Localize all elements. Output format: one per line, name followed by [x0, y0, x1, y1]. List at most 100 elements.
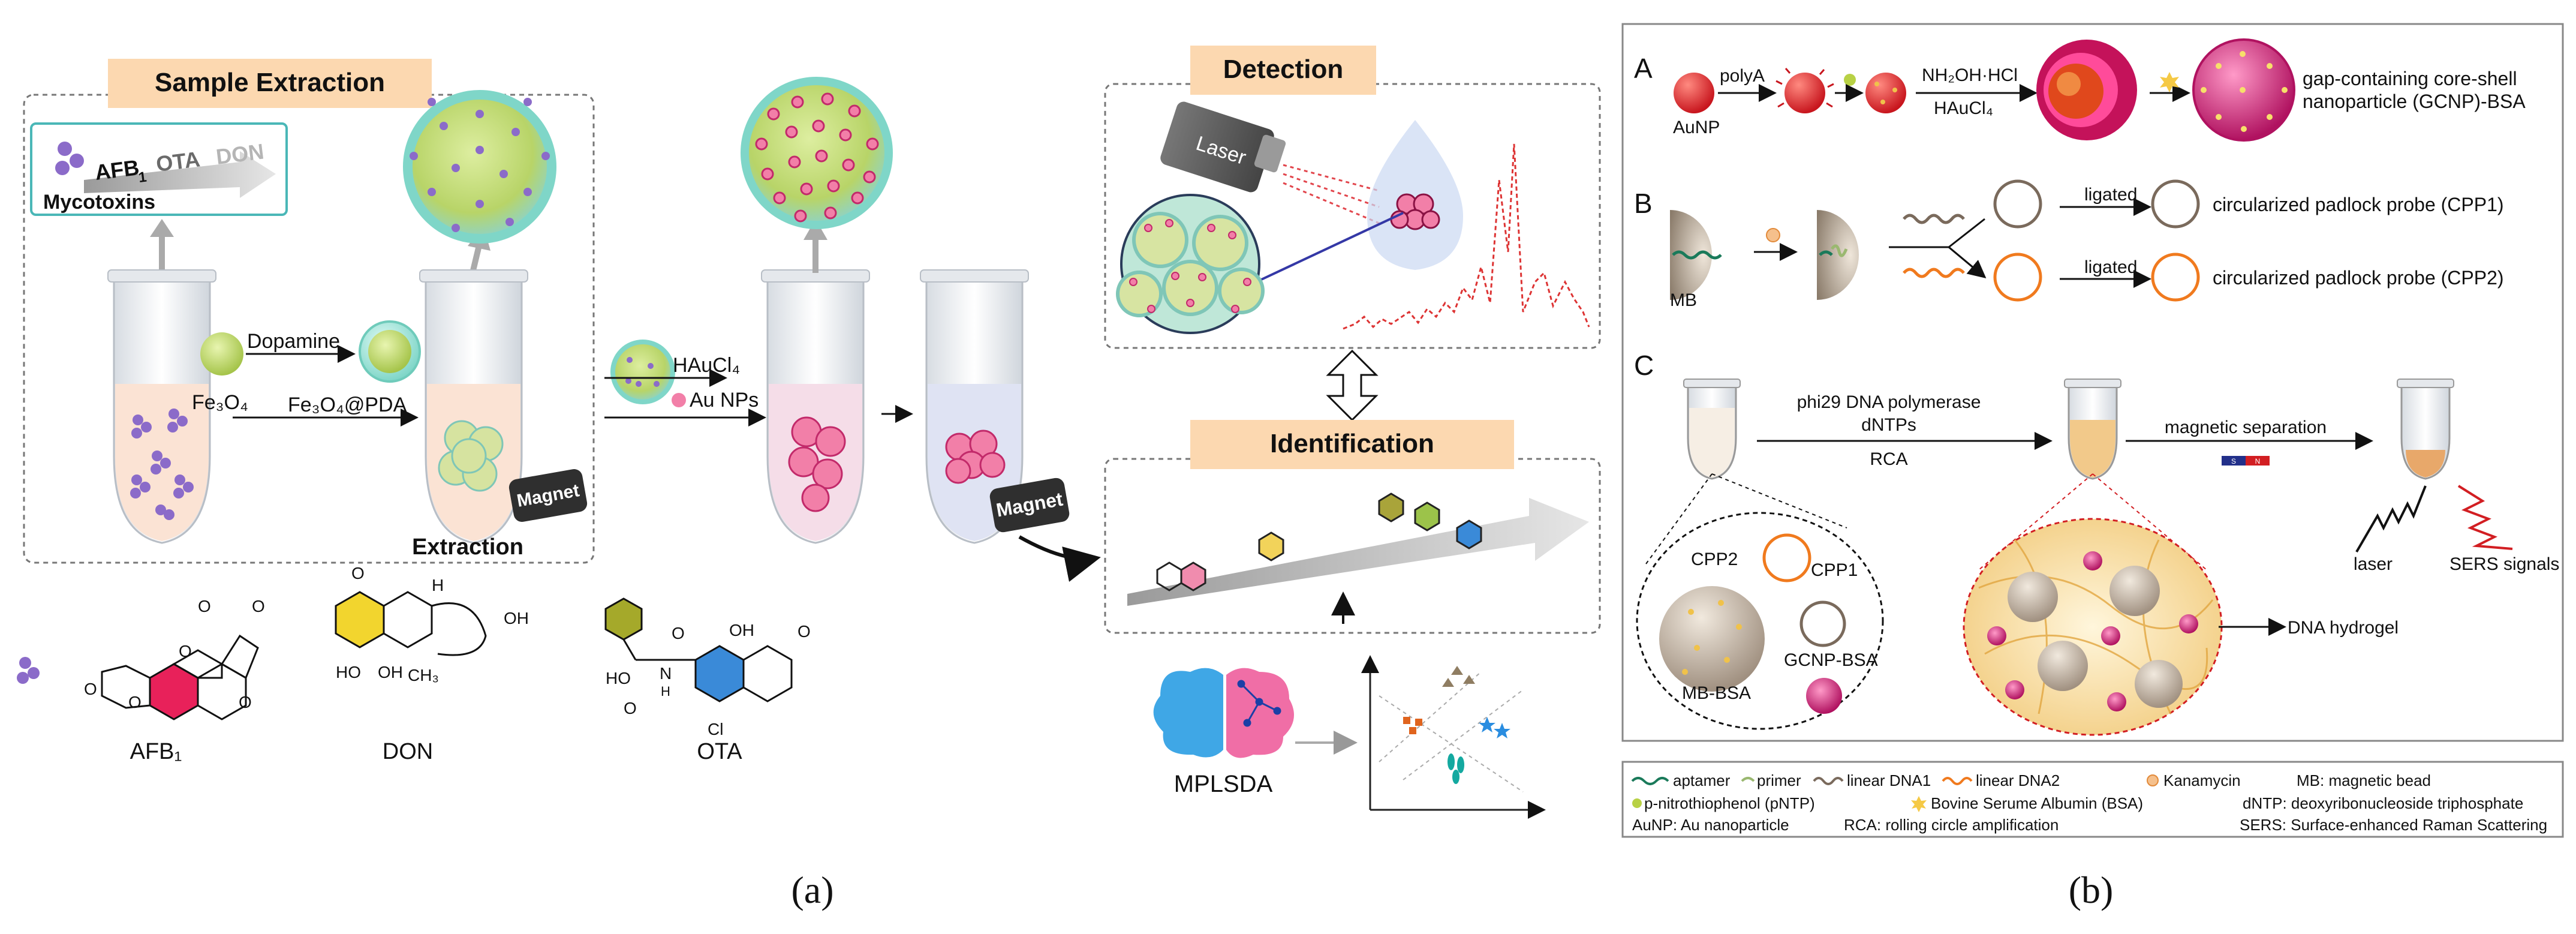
afb1-atom-o6: O — [239, 693, 252, 711]
sers-spectrum — [1343, 143, 1590, 330]
mycotoxin-don: DON — [215, 139, 265, 169]
spiky-aunp-2 — [1865, 73, 1906, 113]
mycotoxins-label: Mycotoxins — [43, 191, 155, 214]
cpp2-ring — [2151, 253, 2200, 302]
afb1-atom-o4: O — [128, 693, 142, 711]
don-structure — [335, 591, 487, 656]
magsep-label: magnetic separation — [2165, 418, 2327, 437]
afb1-structure — [17, 634, 259, 720]
sample-extraction-banner — [108, 59, 432, 108]
legend-dna2-icon — [1942, 777, 1973, 785]
linear-dna2 — [1903, 268, 1965, 278]
ota-name: OTA — [697, 739, 742, 764]
legend-primer-icon — [1741, 777, 1755, 782]
sample-tube — [107, 269, 216, 544]
haucl4-label-b: HAuCl₄ — [1934, 98, 1993, 118]
ota-atom-n: N — [660, 664, 672, 683]
dopamine-label: Dopamine — [247, 330, 340, 353]
legend-rca: RCA: rolling circle amplification — [1844, 816, 2059, 834]
row-a-letter: A — [1634, 53, 1653, 84]
mb-bsa-dots — [1682, 600, 1742, 675]
hydrogel-label: DNA hydrogel — [2288, 618, 2399, 638]
legend-box — [1621, 761, 2564, 838]
cpp2-ring-left — [1993, 253, 2042, 302]
panel-a: Sample Extraction AFB 1 OTA DON Mycotoxi… — [17, 46, 1601, 911]
identification-box — [1104, 458, 1601, 634]
c-tube-2 — [2064, 379, 2121, 480]
legend-sers: SERS: Surface-enhanced Raman Scattering — [2240, 816, 2547, 834]
caption-b: (b) — [2069, 869, 2114, 911]
pntp-dot — [1844, 74, 1856, 86]
c-tube-3 — [2397, 379, 2454, 480]
cpp1-ring-c — [1799, 600, 1846, 647]
cpp2-label: circularized padlock probe (CPP2) — [2213, 267, 2504, 289]
gcnp-bsa-label: GCNP-BSA — [1784, 650, 1878, 670]
ota-structure — [604, 597, 793, 702]
legend-dntp: dNTP: deoxyribonucleoside triphosphate — [2243, 794, 2523, 812]
aptamer-1 — [1672, 250, 1722, 260]
mycotoxin-afb: AFB — [94, 155, 140, 185]
afb1-atom-o1: O — [198, 597, 211, 615]
spiky-aunp-1 — [1775, 68, 1834, 113]
pda-particle-small — [610, 340, 675, 404]
bar-magnet-icon: S N — [2222, 456, 2270, 466]
mb-label: MB — [1670, 290, 1697, 310]
linear-dna1 — [1903, 214, 1965, 224]
identification-molecules — [1156, 492, 1482, 591]
detection-banner — [1190, 46, 1376, 95]
up-arrow-1-head — [150, 219, 174, 237]
legend-aptamer-icon — [1631, 777, 1669, 785]
legend-kanamycin-icon — [2147, 774, 2159, 786]
cpp1-ring-left — [1993, 179, 2042, 229]
magnet-block-2: Magnet — [989, 477, 1070, 533]
laser-icon: Laser — [1160, 101, 1380, 224]
extraction-tube — [419, 269, 528, 544]
haucl4-label: HAuCl₄ — [673, 354, 740, 377]
dntps-label: dNTPs — [1861, 415, 1916, 435]
mycotoxin-ota: OTA — [155, 146, 201, 176]
cpp1-ring — [2151, 179, 2200, 229]
mycotoxin-molecule-icon — [55, 142, 84, 175]
don-atom-oh: OH — [504, 609, 529, 627]
magnet-s-label: S — [2231, 457, 2236, 466]
legend-kanamycin: Kanamycin — [2163, 771, 2241, 789]
nh2oh-label: NH₂OH·HCl — [1922, 65, 2018, 85]
afb1-atom-o2: O — [252, 597, 265, 615]
mb-bsa-label: MB-BSA — [1682, 683, 1751, 703]
don-atom-ch3: CH₃ — [408, 666, 439, 684]
polya-label: polyA — [1720, 66, 1765, 86]
kanamycin-dot — [1766, 228, 1780, 242]
au-nps-dot — [672, 393, 686, 407]
mb-half-1 — [1670, 210, 1712, 300]
laser-zigzag — [2355, 485, 2427, 553]
don-atom-o: O — [351, 564, 365, 582]
hydrogel-gcnps — [1987, 551, 2198, 711]
ota-atom-o3: O — [798, 622, 811, 641]
gcnp-bsa-sphere — [1806, 678, 1842, 714]
ligated-1: ligated — [2084, 185, 2137, 205]
sers-zigzag — [2457, 485, 2513, 550]
sample-extraction-title: Sample Extraction — [155, 68, 385, 97]
laser-label-c: laser — [2354, 554, 2393, 574]
ota-atom-o2: O — [672, 624, 685, 642]
sers-label: SERS signals — [2449, 554, 2559, 574]
split-arrow-lower — [1948, 246, 1987, 278]
zoom-line — [1256, 212, 1404, 283]
aunp-decorated-particle — [741, 77, 893, 229]
legend-pntp-icon — [1632, 798, 1642, 808]
mb-bsa-sphere — [1659, 586, 1765, 692]
scatter-plot — [1361, 655, 1546, 819]
fe3o4-label: Fe₃O₄ — [192, 391, 248, 414]
legend-bsa: Bovine Serume Albumin (BSA) — [1931, 794, 2143, 812]
legend-dna1: linear DNA1 — [1847, 771, 1931, 789]
don-atom-oh2: OH — [378, 663, 403, 681]
afb1-atom-o5: O — [84, 680, 97, 698]
ligated-2: ligated — [2084, 257, 2137, 277]
fe3o4-pda-label: Fe₃O₄@PDA — [288, 394, 407, 416]
bsa-star — [2160, 72, 2179, 92]
ota-atom-oh: OH — [729, 621, 754, 639]
hydrogel-mbs — [2008, 566, 2183, 708]
fe3o4-sphere — [200, 332, 243, 376]
identification-gray-arrow — [1127, 498, 1589, 606]
